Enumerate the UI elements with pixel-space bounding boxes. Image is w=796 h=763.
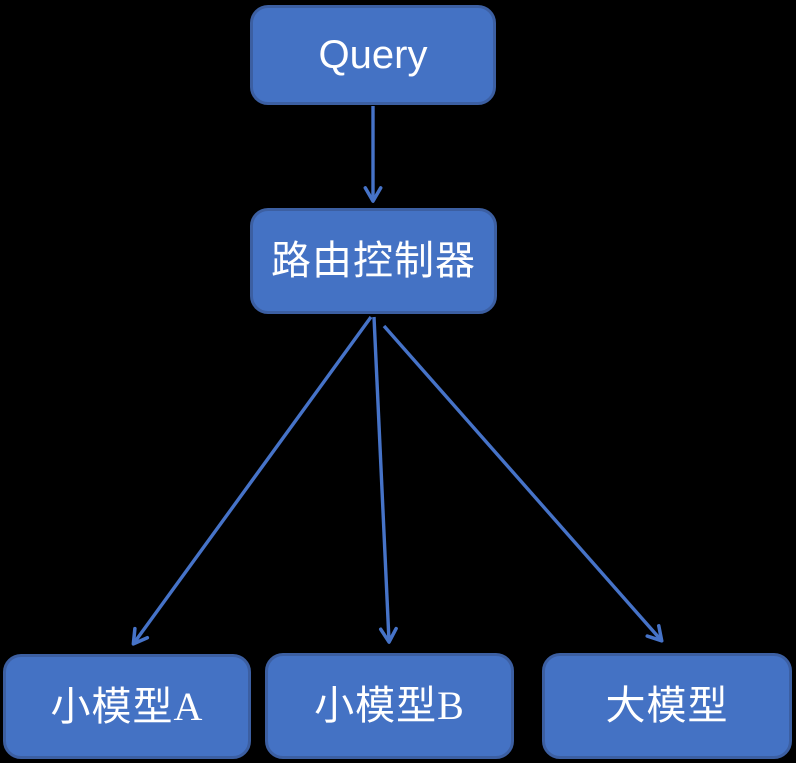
node-small-model-a: 小模型A xyxy=(3,654,251,759)
node-small-model-b-label: 小模型B xyxy=(314,683,465,728)
edge-router-to-small-model-b xyxy=(372,316,398,644)
node-query: Query xyxy=(250,5,496,105)
edge-router-to-small-model-a xyxy=(131,316,373,646)
edge-router-to-large-model xyxy=(382,324,664,643)
node-small-model-a-label: 小模型A xyxy=(50,683,204,729)
node-large-model: 大模型 xyxy=(542,653,792,759)
node-router-controller: 路由控制器 xyxy=(250,208,497,314)
node-small-model-b: 小模型B xyxy=(265,653,514,759)
node-large-model-label: 大模型 xyxy=(605,683,729,728)
node-query-label: Query xyxy=(318,33,428,77)
node-router-controller-label: 路由控制器 xyxy=(271,238,476,283)
